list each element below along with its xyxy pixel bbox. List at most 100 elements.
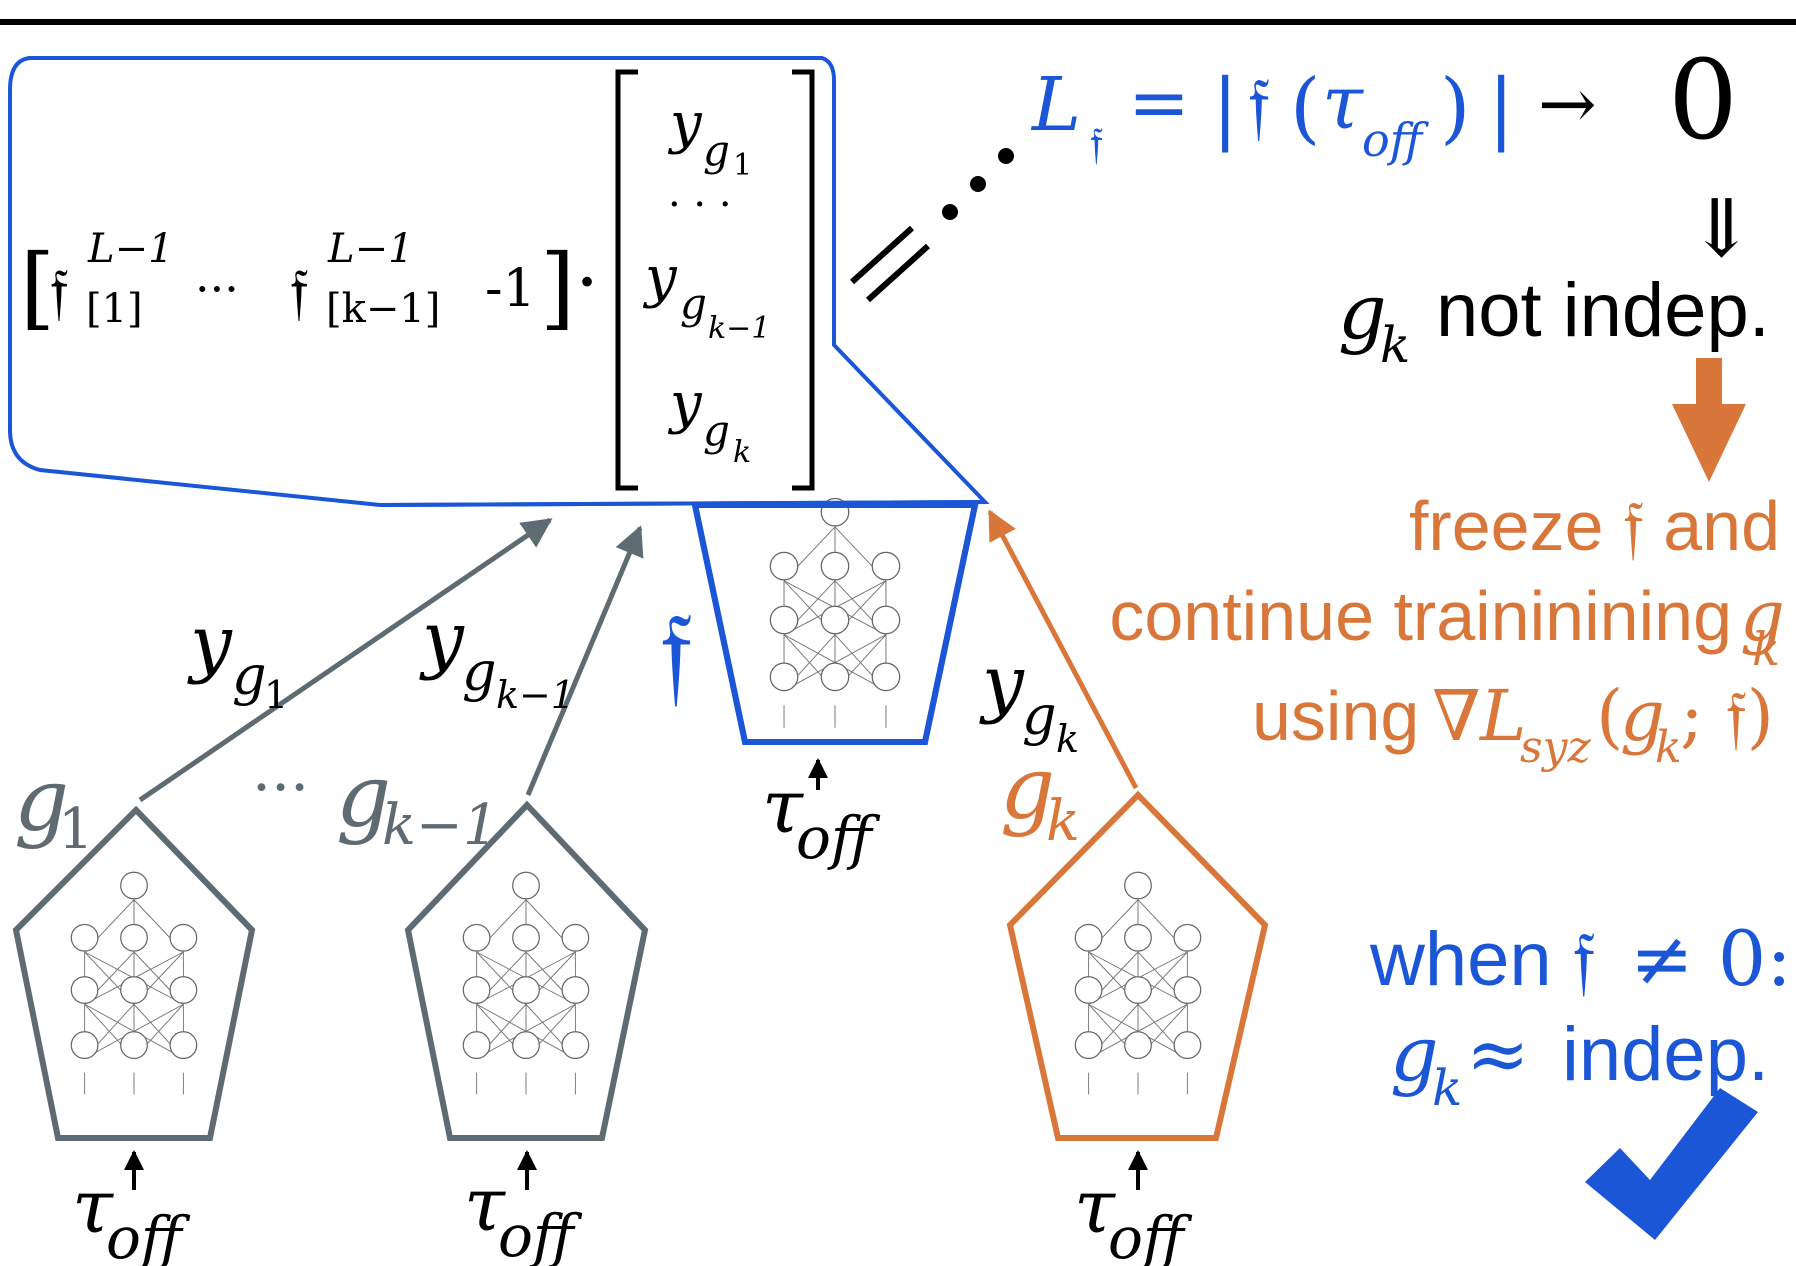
loss-f: 𝔣 — [1248, 62, 1270, 148]
dot-operator: · — [578, 252, 596, 313]
edge-gk1 — [525, 525, 644, 796]
when-line-2-approx: ≈ — [1466, 1009, 1530, 1098]
implies-arrow: ⇓ — [1688, 182, 1755, 275]
not-indep-k: k — [1380, 316, 1410, 374]
g1-label: g — [14, 751, 69, 851]
vec-yk1: y — [642, 245, 678, 310]
gk1-label: g — [336, 747, 391, 847]
freeze-line-3-paren: ( — [1596, 675, 1623, 757]
loss-tau-sub: off — [1362, 113, 1430, 167]
tau-input-gk: τ off — [1074, 1150, 1193, 1266]
col-right-bracket — [792, 69, 815, 491]
g1-sub: 1 — [58, 797, 94, 862]
freeze-line-3-nabla: ∇ — [1432, 675, 1481, 757]
svg-text:g: g — [232, 644, 267, 707]
minus-one: -1 — [485, 259, 536, 319]
loss-L-sub: 𝔣 — [1090, 118, 1103, 169]
gk-sub: k — [1046, 789, 1080, 854]
svg-text:g: g — [462, 640, 497, 703]
when-line-2-indep: indep. — [1562, 1012, 1769, 1097]
svg-text:τ: τ — [1074, 1164, 1116, 1250]
vec-yk1-sub: k−1 — [708, 311, 770, 346]
freeze-line-1: freeze 𝔣 and — [1409, 487, 1780, 565]
freeze-line-2-k: k — [1752, 622, 1780, 676]
gk-label: g — [1000, 739, 1055, 839]
tau-input-f: τ off — [762, 758, 881, 872]
loss-arrow: → — [1538, 63, 1597, 145]
tau-f: τ — [762, 764, 804, 850]
tau-input-g1: τ off — [72, 1150, 191, 1266]
vec-yk: y — [667, 371, 703, 436]
f2-sup: L−1 — [327, 226, 414, 272]
f-label: 𝔣 — [660, 588, 693, 716]
loss-paren-open: ( — [1290, 63, 1320, 153]
loss-eq: = — [1128, 60, 1190, 146]
freeze-line-2-text: continue traininining — [1109, 577, 1732, 655]
row-dots: ··· — [195, 262, 239, 316]
svg-text:off: off — [1108, 1204, 1193, 1266]
gk1-network: ··· g k−1 — [252, 747, 649, 1141]
when-line-1-math: ≠ 0: — [1630, 914, 1792, 1003]
not-indep-g: g — [1338, 267, 1387, 356]
svg-text:τ: τ — [464, 1162, 506, 1248]
freeze-line-3-text: using — [1252, 677, 1419, 755]
gk-pentagon — [1006, 790, 1269, 1141]
svg-text:y: y — [419, 596, 465, 682]
svg-text:y: y — [187, 600, 233, 686]
edge-label-y-gk1: y g k−1 — [419, 596, 575, 717]
gk1-prefix: ··· — [252, 753, 309, 823]
svg-text:1: 1 — [264, 673, 288, 717]
freeze-line-3-L: L — [1478, 675, 1526, 757]
loss-bar-left: | — [1212, 63, 1238, 153]
svg-text:y: y — [979, 640, 1025, 726]
when-statement: when 𝔣 ≠ 0: g k ≈ indep. — [1369, 914, 1792, 1117]
row-close-bracket: ] — [540, 235, 575, 340]
tau-f-sub: off — [796, 804, 881, 872]
freeze-instructions: freeze 𝔣 and continue traininining g k u… — [1109, 487, 1784, 773]
loss-bar-right: | — [1488, 63, 1514, 153]
svg-text:g: g — [1022, 684, 1057, 747]
f2-symbol: 𝔣 — [290, 254, 308, 327]
row-vector: [ 𝔣 L−1 [1] ··· 𝔣 L−1 [k−1] -1 ] · — [20, 226, 596, 340]
f1-symbol: 𝔣 — [50, 254, 68, 327]
equals-sign — [849, 225, 931, 303]
vec-y1: y — [667, 91, 703, 156]
when-line-2-g: g — [1390, 1009, 1439, 1098]
vec-yk-sub: k — [733, 435, 751, 470]
not-indep-statement: g k not indep. — [1338, 267, 1770, 374]
check-mark-icon — [1585, 1088, 1758, 1240]
col-left-bracket — [615, 69, 638, 491]
tau-input-gk1: τ off — [464, 1150, 583, 1266]
svg-text:τ: τ — [72, 1164, 114, 1250]
when-line-2-k: k — [1432, 1059, 1462, 1117]
loss-L: L — [1030, 62, 1081, 148]
column-vector: y g 1 · · · y g k−1 y g k — [615, 69, 815, 491]
equation-callout-box — [8, 56, 990, 508]
f1-sub: [1] — [86, 286, 143, 332]
freeze-line-3-k: k — [1655, 722, 1682, 773]
f-network: 𝔣 — [660, 497, 979, 745]
not-indep-text: not indep. — [1436, 268, 1770, 353]
edge-gk — [987, 509, 1139, 790]
g1-network: g 1 — [12, 751, 256, 1141]
loss-tau: τ — [1322, 60, 1364, 146]
vec-yk1-g: g — [680, 279, 707, 328]
edge-g1 — [138, 517, 553, 803]
freeze-line-2-g: g — [1740, 575, 1785, 657]
ellipsis-dots — [942, 148, 1014, 220]
svg-text:k−1: k−1 — [496, 673, 575, 717]
orange-down-arrow — [1672, 358, 1746, 482]
svg-text:off: off — [498, 1202, 583, 1266]
freeze-line-3-sub: syz — [1520, 722, 1591, 773]
edge-label-y-g1: y g 1 — [187, 600, 288, 717]
vec-y1-g: g — [703, 126, 730, 175]
f1-sup: L−1 — [87, 226, 174, 272]
loss-zero: 0 — [1668, 36, 1738, 164]
svg-text:off: off — [106, 1204, 191, 1266]
loss-paren-close: ) — [1440, 63, 1470, 153]
vec-yk-g: g — [703, 406, 730, 455]
when-line-1-text: when 𝔣 — [1369, 917, 1595, 1002]
vec-dots: · · · — [668, 182, 732, 228]
freeze-line-3-rest: ; 𝔣) — [1680, 675, 1774, 757]
edge-label-y-gk: y g k — [979, 640, 1079, 761]
